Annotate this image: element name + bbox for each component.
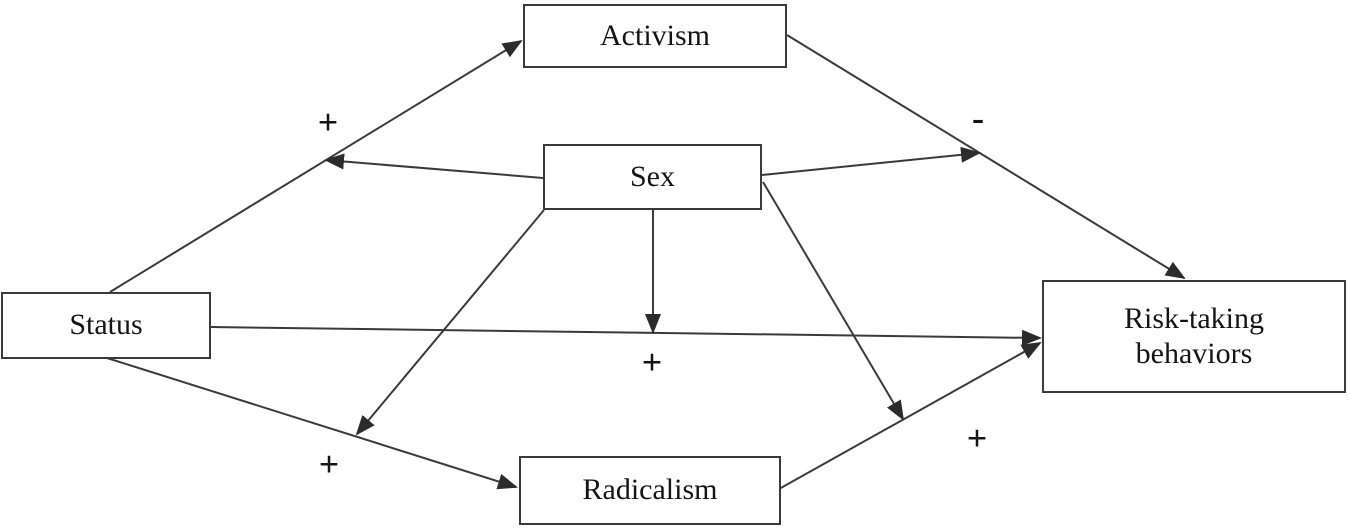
edge-activism-to-risk	[786, 34, 1186, 280]
node-activism-label: Activism	[600, 18, 710, 52]
edge-status-to-radicalism	[106, 357, 518, 490]
node-risk-taking-behaviors: Risk-taking behaviors	[1042, 280, 1346, 393]
sign-status-activism: +	[317, 102, 339, 142]
edge-status-to-risk	[210, 326, 1042, 346]
edge-sex-to-status-radicalism-path	[355, 209, 545, 436]
node-activism: Activism	[523, 4, 787, 68]
node-risk-label-line2: behaviors	[1135, 336, 1253, 370]
node-radicalism-label: Radicalism	[582, 473, 718, 507]
edge-sex-to-radicalism-risk-path	[762, 181, 905, 421]
sign-radicalism-risk: +	[966, 418, 988, 458]
sign-status-radicalism: +	[318, 444, 340, 484]
node-sex-label: Sex	[630, 159, 675, 193]
node-status: Status	[1, 292, 211, 359]
edge-sex-to-status-activism-path	[324, 153, 544, 179]
node-sex: Sex	[543, 144, 762, 210]
edge-sex-to-activism-risk-path	[761, 146, 981, 176]
node-risk-label-line1: Risk-taking	[1124, 302, 1264, 335]
node-status-label: Status	[69, 308, 143, 342]
sign-activism-risk: -	[972, 98, 984, 138]
edge-status-to-activism	[109, 39, 523, 293]
edge-radicalism-to-risk	[778, 342, 1042, 490]
sign-status-risk: +	[641, 342, 663, 382]
node-radicalism: Radicalism	[519, 456, 781, 525]
